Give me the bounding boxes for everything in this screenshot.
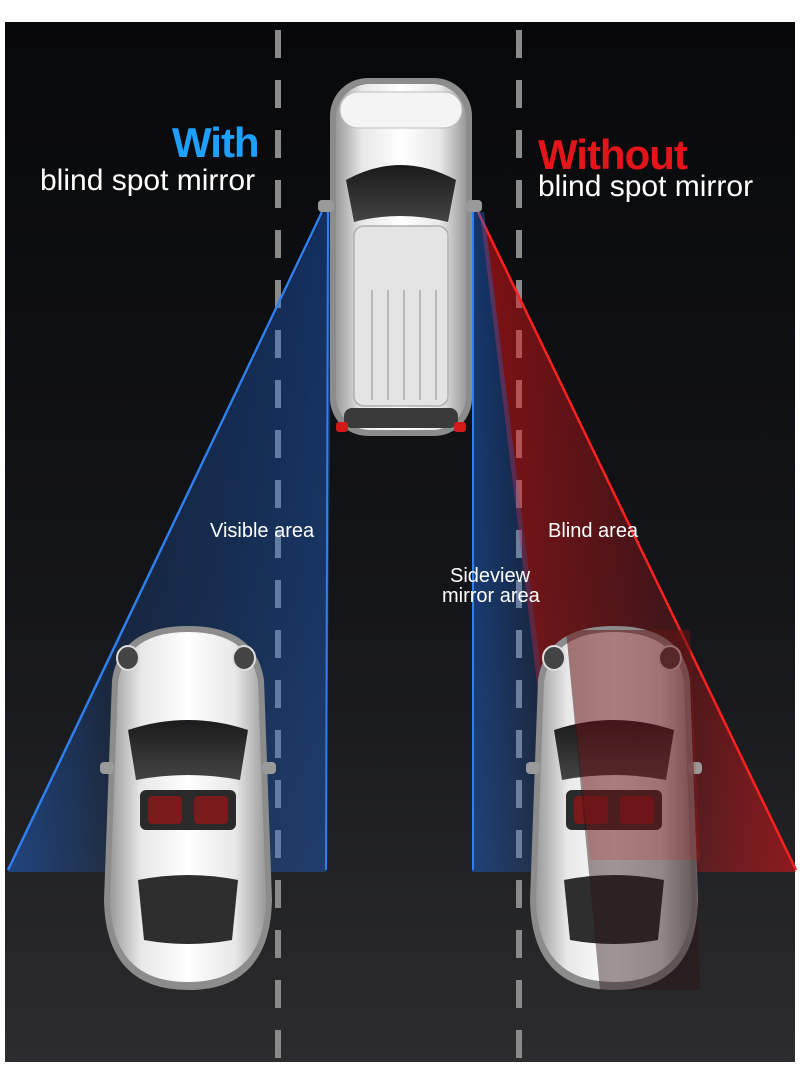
visible-area-label: Visible area [210,520,315,542]
blind-area-overlay-red [566,630,700,860]
with-heading: With [172,119,260,166]
sideview-label-line2: mirror area [442,585,540,607]
visible-area-edge [6,211,324,871]
without-subheading: blind spot mirror [538,170,754,203]
sideview-label-line1: Sideview [450,565,531,587]
with-subheading: blind spot mirror [40,164,256,197]
blind-area-label: Blind area [548,520,639,542]
blind-area-edge [476,211,798,871]
sports-car-icon [100,626,276,990]
without-heading: Without [538,131,688,178]
visible-area-inner-edge [325,211,329,871]
blind-area-overlay [566,630,700,990]
suv-icon [318,78,482,436]
sports-car-icon [526,626,702,990]
